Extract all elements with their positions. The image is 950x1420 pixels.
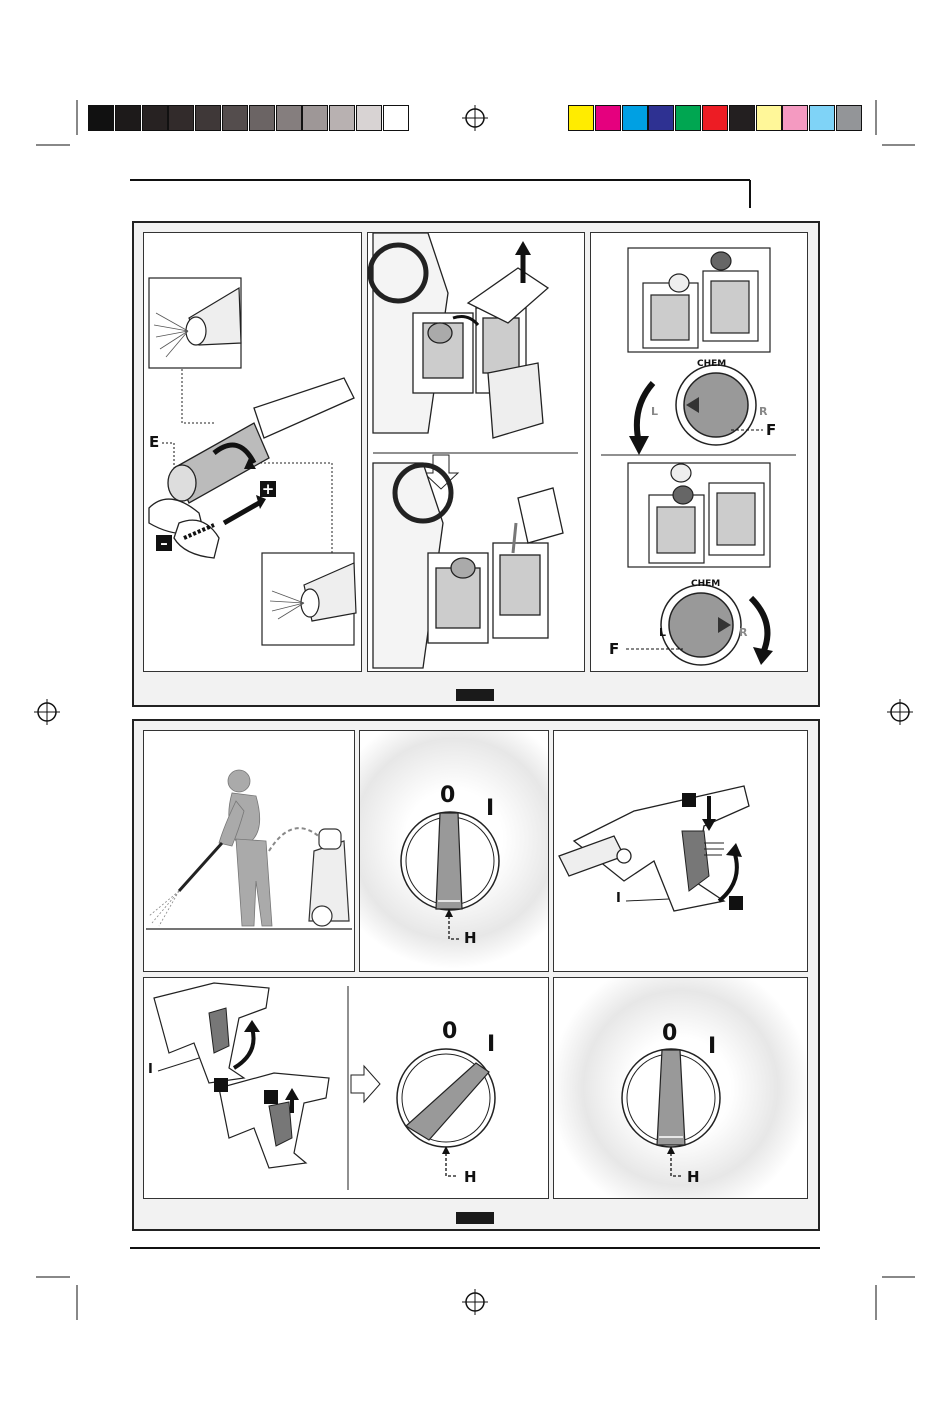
minus-sign: – bbox=[156, 535, 172, 551]
label-f-top: F bbox=[766, 421, 776, 439]
label-i-trigger: I bbox=[616, 891, 621, 906]
dial-label-zero-on: 0 bbox=[442, 1019, 457, 1044]
dial-label-zero-off: 0 bbox=[662, 1021, 677, 1046]
label-h-on: H bbox=[464, 1168, 477, 1186]
detergent-fill-illustration bbox=[368, 233, 584, 671]
switch-off-illustration bbox=[360, 731, 548, 971]
label-h: H bbox=[464, 929, 477, 947]
registration-target-left bbox=[34, 699, 60, 725]
panel-unlock-switch-on: I 0 I H bbox=[143, 977, 549, 1199]
dial-label-one-off: I bbox=[708, 1034, 716, 1059]
registration-target-top bbox=[462, 105, 488, 131]
label-r-top: R bbox=[759, 405, 767, 418]
label-i-unlock: I bbox=[148, 1062, 153, 1077]
label-e: E bbox=[149, 433, 159, 451]
registration-target-bottom bbox=[462, 1289, 488, 1315]
page-tab-top bbox=[456, 689, 494, 701]
switch-back-off-illustration bbox=[554, 978, 807, 1198]
panel-operator bbox=[143, 730, 355, 972]
unlock-switch-on-illustration bbox=[144, 978, 548, 1198]
page-tab-bottom bbox=[456, 1212, 494, 1224]
panel-trigger-lock: I bbox=[553, 730, 808, 972]
trigger-lock-illustration bbox=[554, 731, 807, 971]
panel-nozzle-adjust: E + – bbox=[143, 232, 362, 672]
panel-chem-dial: CHEM L R F CHEM L R F bbox=[590, 232, 808, 672]
plus-sign: + bbox=[260, 481, 276, 497]
nozzle-adjust-illustration bbox=[144, 233, 361, 671]
dial-label-one: I bbox=[486, 796, 494, 821]
dial-label-zero: 0 bbox=[440, 783, 455, 808]
label-r-bottom: R bbox=[739, 626, 747, 639]
chem-dial-illustration bbox=[591, 233, 807, 671]
label-l-top: L bbox=[651, 405, 658, 418]
label-l-bottom: L bbox=[659, 626, 666, 639]
label-f-bottom: F bbox=[609, 640, 619, 658]
label-chem-bottom: CHEM bbox=[691, 579, 720, 589]
registration-target-right bbox=[887, 699, 913, 725]
panel-switch-back-off: 0 I H bbox=[553, 977, 808, 1199]
panel-detergent-fill bbox=[367, 232, 585, 672]
label-chem-top: CHEM bbox=[697, 359, 726, 369]
dial-label-one-on: I bbox=[487, 1032, 495, 1057]
panel-switch-off: 0 I H bbox=[359, 730, 549, 972]
operator-illustration bbox=[144, 731, 354, 971]
label-h-off: H bbox=[687, 1168, 700, 1186]
